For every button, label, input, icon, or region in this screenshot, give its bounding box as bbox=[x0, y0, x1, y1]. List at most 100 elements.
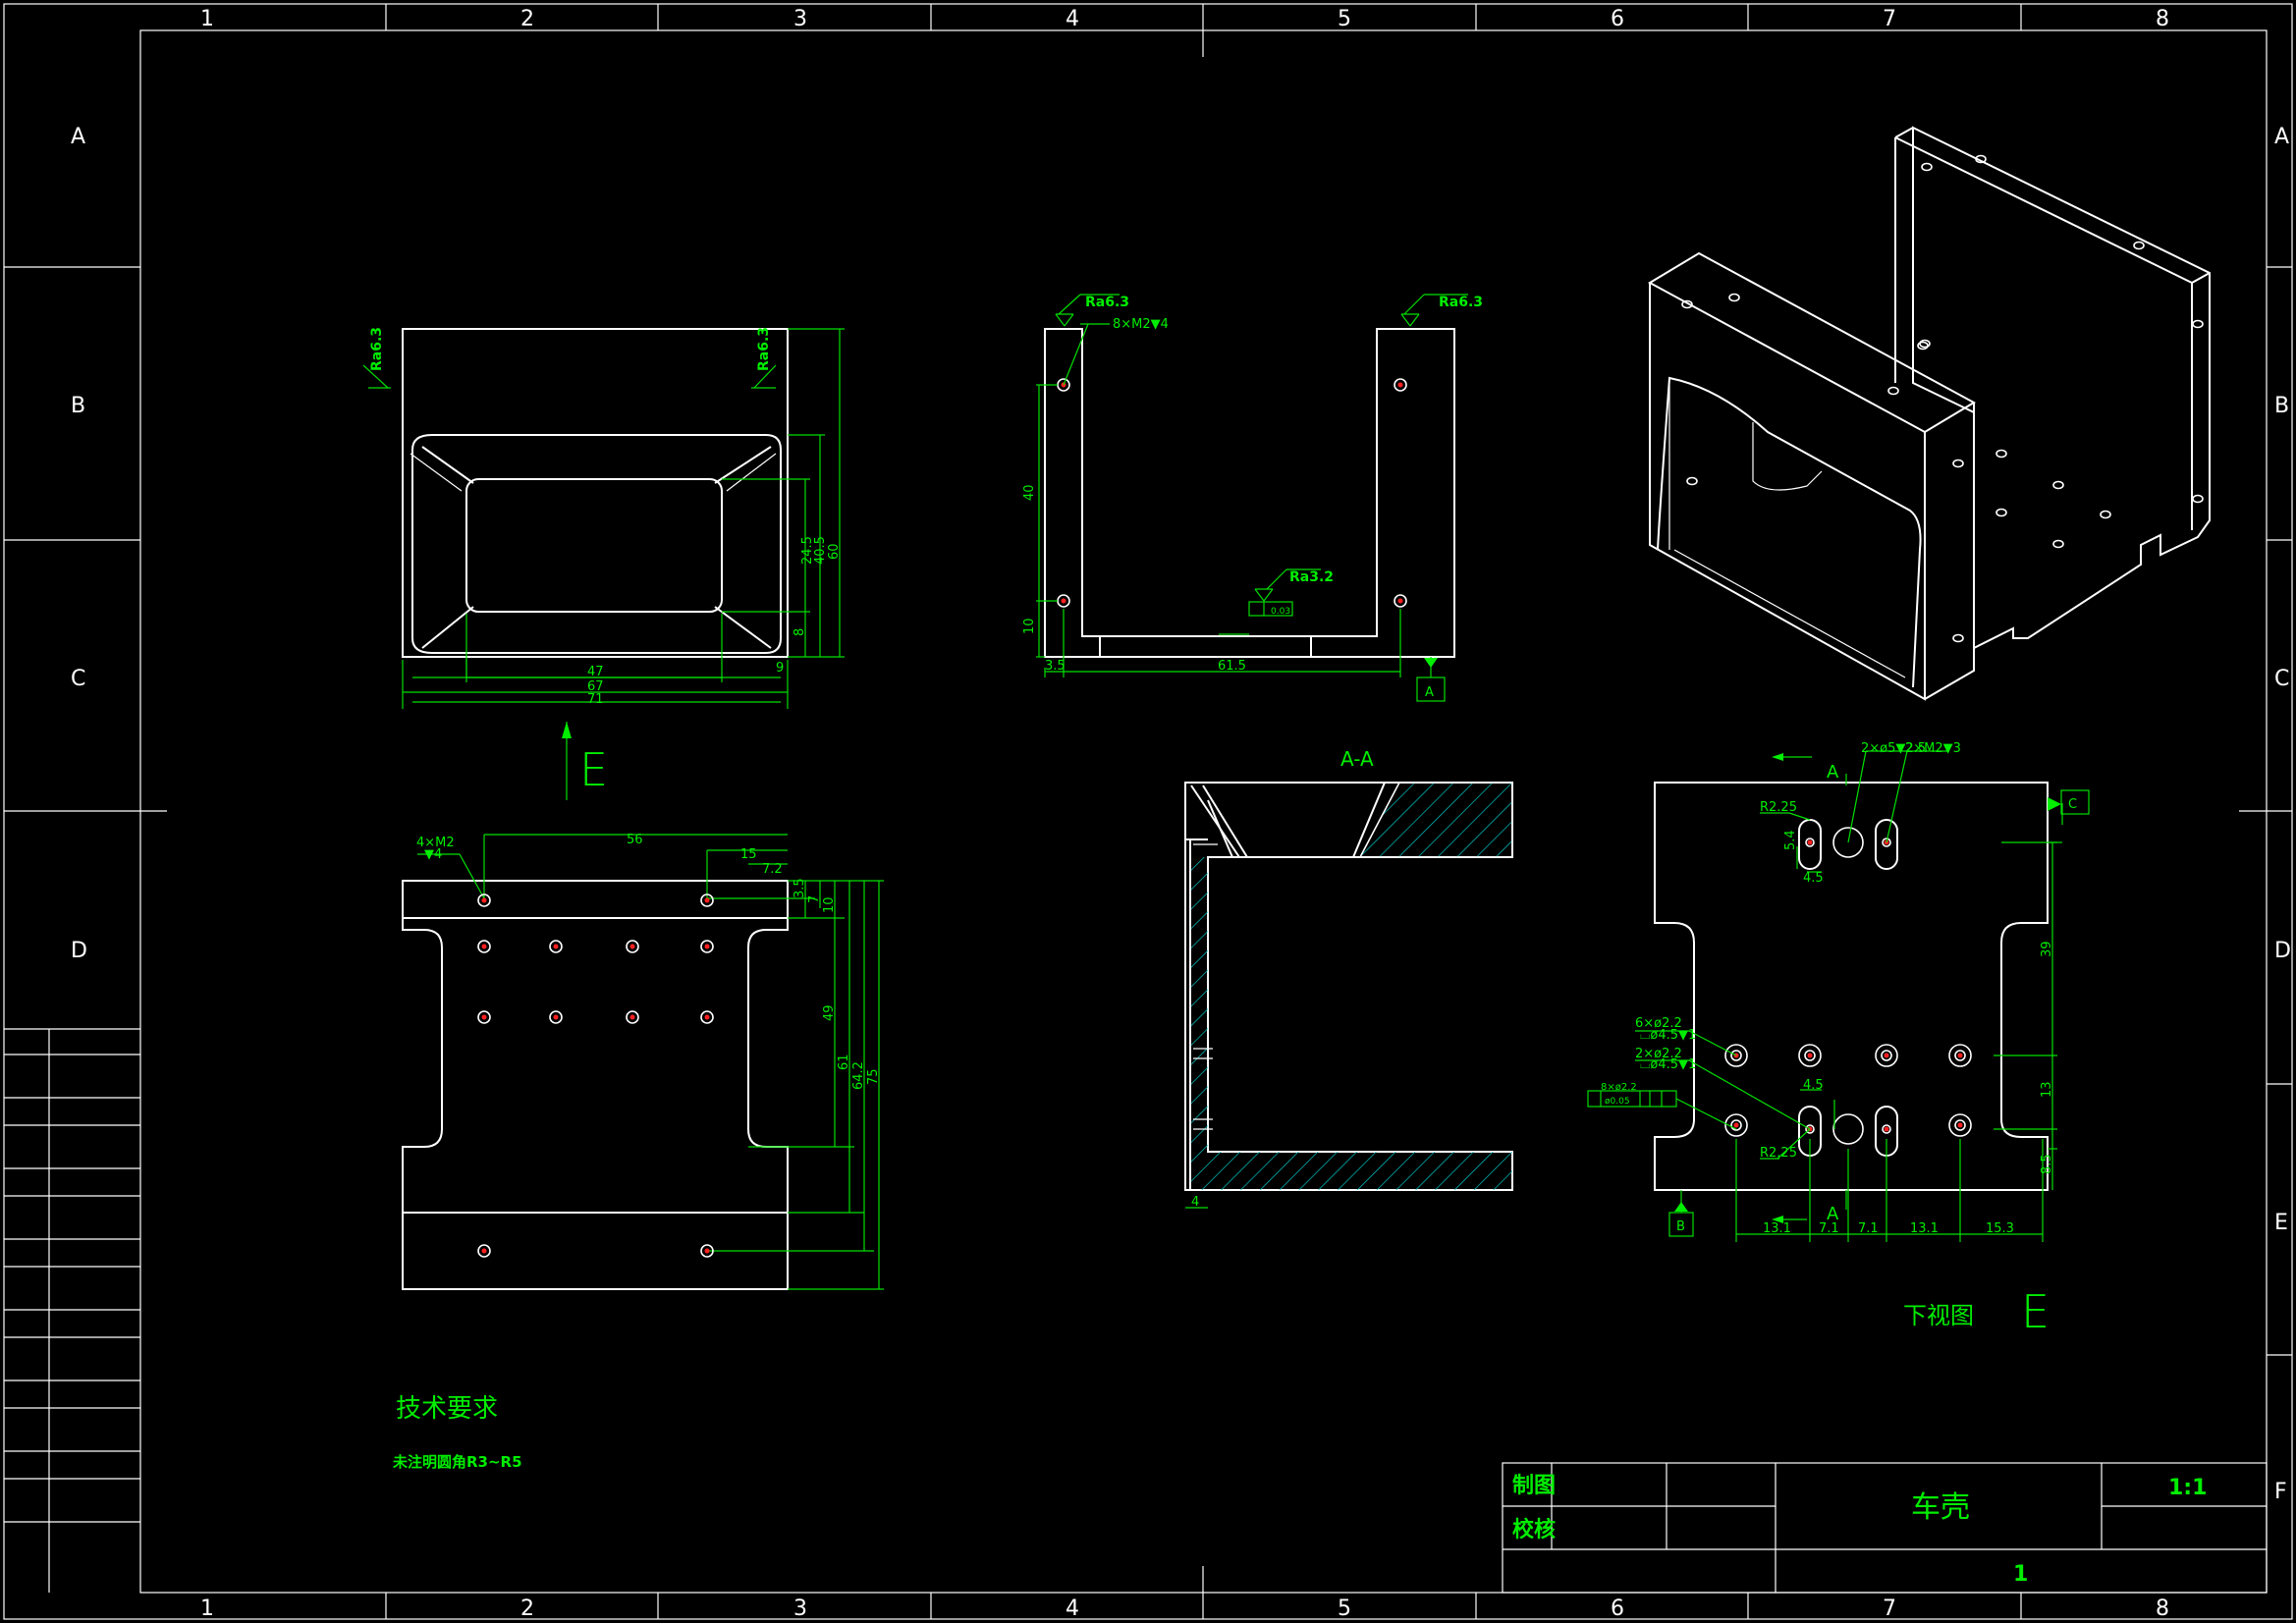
section-mark-bottom: A bbox=[1827, 1204, 1839, 1224]
hole bbox=[477, 1244, 491, 1258]
dim-bot-131a: 13.1 bbox=[1763, 1221, 1791, 1236]
iso-hole bbox=[2052, 539, 2064, 549]
iso-hole bbox=[2133, 241, 2145, 250]
bottom-view-letter: E bbox=[2021, 1285, 2050, 1338]
section-title: A-A bbox=[1340, 747, 1374, 771]
isometric-view bbox=[1647, 126, 2211, 701]
sheet-frame bbox=[3, 3, 2293, 1620]
col-label: 3 bbox=[793, 1596, 807, 1621]
col-label: 1 bbox=[200, 7, 214, 31]
dim-plan-642: 64.2 bbox=[851, 1061, 866, 1090]
hole-center bbox=[1957, 1122, 1963, 1128]
scale-value: 1:1 bbox=[2168, 1476, 2207, 1500]
part-name: 车壳 bbox=[1911, 1490, 1970, 1525]
hole-center bbox=[1807, 839, 1813, 845]
hole-center bbox=[1807, 1053, 1813, 1058]
dim-bot-45b: 4.5 bbox=[1803, 1078, 1824, 1093]
col-label: 6 bbox=[1611, 1596, 1624, 1621]
dim-bot-cbore: ⌴ø4.5▼1 bbox=[1640, 1028, 1696, 1043]
zone-labels: 1 2 3 4 5 6 7 8 1 2 3 4 5 6 7 8 A B C D … bbox=[71, 7, 2291, 1621]
sheet-number: 1 bbox=[2013, 1562, 2028, 1587]
title-draw-label: 制图 bbox=[1512, 1474, 1556, 1498]
view-arrow-letter: E bbox=[579, 743, 608, 796]
title-block: 制图 校核 车壳 1:1 1 bbox=[1502, 1462, 2268, 1594]
dim-bot-pos: 8×ø2.2 bbox=[1601, 1082, 1637, 1093]
hole bbox=[1804, 1050, 1816, 1061]
dim-plan-72: 7.2 bbox=[762, 862, 783, 877]
hole-center bbox=[481, 897, 487, 903]
row-label: E bbox=[2274, 1211, 2288, 1235]
hole-center bbox=[553, 944, 559, 949]
dim-bot-holes-top: 2×ø5▼2.5 bbox=[1861, 741, 1926, 756]
dim-bot-54: 5.4 bbox=[1783, 830, 1798, 850]
dim-bot-r225a: R2.25 bbox=[1760, 800, 1797, 815]
dim-top-245: 24.5 bbox=[800, 536, 815, 565]
dim-bot-71a: 7.1 bbox=[1819, 1221, 1839, 1236]
iso-hole bbox=[1995, 449, 2007, 459]
front-view: Ra6.3 Ra6.3 Ra3.2 0.03 8×M2▼4 40 10 3.5 … bbox=[1022, 294, 1483, 702]
dim-plan-depth: ▼4 bbox=[424, 847, 442, 862]
hole bbox=[700, 893, 714, 907]
dim-bot-153: 15.3 bbox=[1986, 1221, 2014, 1236]
dim-bot-2x22: 2×ø2.2 bbox=[1635, 1047, 1682, 1061]
hole-center bbox=[1957, 1053, 1963, 1058]
roughness-front-mid: Ra3.2 bbox=[1289, 569, 1334, 585]
dim-bot-131b: 13.1 bbox=[1910, 1221, 1939, 1236]
hole bbox=[477, 893, 491, 907]
hole bbox=[1954, 1050, 1966, 1061]
hole-center bbox=[481, 1014, 487, 1020]
dim-bot-85: 8.5 bbox=[2040, 1154, 2054, 1174]
hole bbox=[700, 940, 714, 953]
hole bbox=[626, 940, 639, 953]
dim-top-9: 9 bbox=[776, 661, 784, 676]
datum-a: A bbox=[1425, 685, 1434, 700]
hole bbox=[700, 1010, 714, 1024]
hole-center bbox=[1733, 1122, 1739, 1128]
iso-hole bbox=[1917, 341, 1929, 351]
dim-top-71: 71 bbox=[587, 692, 604, 707]
col-label: 8 bbox=[2156, 7, 2169, 31]
hole-center bbox=[704, 1248, 710, 1254]
dim-bot-pos-tol: ø0.05 bbox=[1605, 1097, 1630, 1107]
hole-center bbox=[704, 897, 710, 903]
dim-plan-thread: 4×M2 bbox=[416, 836, 455, 850]
hole bbox=[1882, 838, 1891, 847]
dim-top-8: 8 bbox=[793, 628, 807, 636]
section-mark-top: A bbox=[1827, 762, 1839, 783]
dim-bot-45a: 4.5 bbox=[1803, 871, 1824, 886]
roughness-front-left: Ra6.3 bbox=[1085, 295, 1129, 310]
hole bbox=[477, 1010, 491, 1024]
iso-hole bbox=[1728, 293, 1740, 302]
iso-hole bbox=[1921, 162, 1933, 172]
dim-plan-35: 3.5 bbox=[793, 878, 807, 898]
row-label: A bbox=[71, 125, 85, 149]
hole bbox=[1805, 1124, 1815, 1134]
col-label: 5 bbox=[1338, 7, 1351, 31]
hole-center bbox=[481, 944, 487, 949]
datum-c: C bbox=[2068, 797, 2077, 812]
hole-center bbox=[481, 1248, 487, 1254]
section-view: 4 A-A bbox=[1184, 747, 1513, 1210]
datum-b: B bbox=[1676, 1219, 1685, 1234]
row-label: A bbox=[2274, 125, 2289, 149]
dim-bot-13: 13 bbox=[2040, 1081, 2054, 1098]
hole bbox=[700, 1244, 714, 1258]
iso-hole bbox=[1975, 154, 1987, 164]
bottom-holes bbox=[1724, 838, 1972, 1137]
plan-holes bbox=[477, 893, 714, 1258]
iso-hole bbox=[1681, 299, 1693, 309]
dim-bot-thread-top: 2×M2▼3 bbox=[1905, 741, 1961, 756]
counterbore-outline bbox=[1724, 1044, 1748, 1067]
hole bbox=[477, 940, 491, 953]
col-label: 5 bbox=[1338, 1596, 1351, 1621]
dim-front-10: 10 bbox=[1022, 618, 1037, 634]
dim-front-35: 3.5 bbox=[1045, 659, 1066, 674]
hole bbox=[1805, 838, 1815, 847]
counterbore-outline bbox=[1875, 1044, 1898, 1067]
col-label: 8 bbox=[2156, 1596, 2169, 1621]
row-label: D bbox=[2274, 939, 2291, 963]
col-label: 4 bbox=[1066, 1596, 1079, 1621]
iso-hole bbox=[1952, 459, 1964, 468]
counterbore-outline bbox=[1948, 1113, 1972, 1137]
